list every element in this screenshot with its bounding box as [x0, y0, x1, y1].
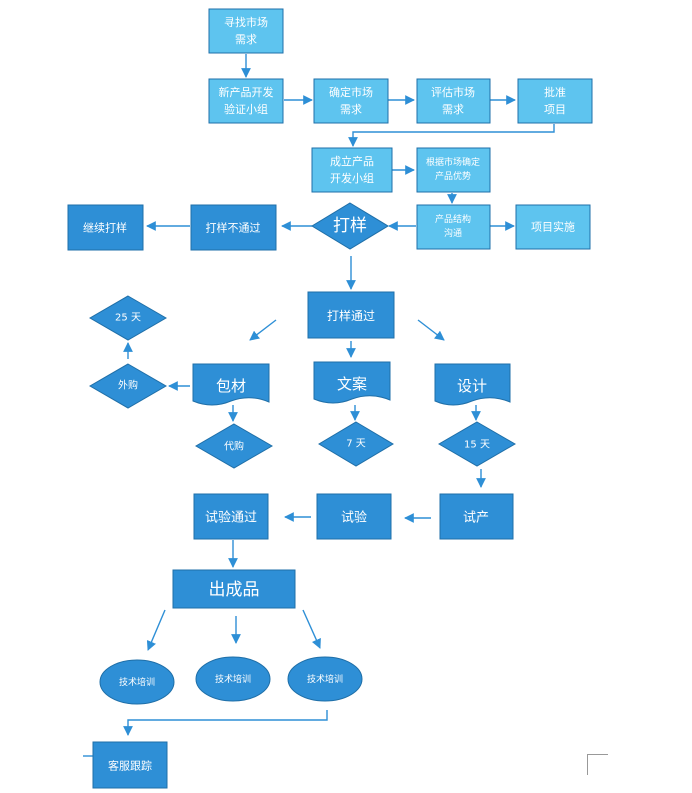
label-dev-group-line-1: 成立产品	[330, 154, 374, 168]
label-assess-demand-line-1: 评估市场	[431, 85, 475, 99]
label-test: 试验	[341, 510, 367, 526]
label-test-pass: 试验通过	[205, 510, 257, 526]
label-continue-sample: 继续打样	[83, 221, 127, 235]
label-agent-purchase: 代购	[224, 440, 244, 453]
diamond-agent-purchase	[195, 423, 273, 469]
process-boxes-light	[208, 8, 593, 250]
label-confirm-demand-line-2: 需求	[340, 103, 362, 116]
terminal-ellipses	[99, 656, 363, 705]
box-customer-followup	[92, 741, 168, 789]
label-copy: 文案	[337, 375, 367, 393]
box-sample-pass	[307, 291, 395, 339]
box-approve-project	[517, 78, 593, 124]
label-product-advantage-line-1: 根据市场确定	[426, 156, 480, 168]
label-design: 设计	[457, 377, 487, 395]
label-project-impl: 项目实施	[531, 220, 575, 234]
ellipse-training-2	[195, 656, 271, 702]
label-training-2: 技术培训	[215, 673, 251, 685]
doc-design	[434, 363, 511, 406]
box-test	[316, 493, 392, 540]
label-approve-project-line-1: 批准	[544, 85, 566, 99]
label-find-demand-line-1: 寻找市场	[224, 15, 268, 29]
box-test-pass	[193, 493, 269, 540]
arrow-product-to-training1	[146, 609, 166, 651]
diamond-outsource	[89, 363, 167, 409]
label-sample-pass: 打样通过	[327, 308, 375, 323]
label-customer-followup: 客服跟踪	[108, 759, 152, 773]
label-packaging: 包材	[216, 377, 246, 395]
label-trial-production: 试产	[463, 511, 489, 526]
box-structure-comm	[416, 204, 491, 250]
process-boxes-dark	[67, 204, 514, 789]
box-finished-product	[172, 569, 296, 609]
diamond-sample	[311, 202, 389, 250]
label-days-15: 15 天	[464, 440, 490, 451]
label-find-demand-line-2: 需求	[235, 33, 257, 46]
page-corner-mark	[587, 754, 608, 775]
label-dev-group-line-2: 开发小组	[330, 171, 374, 185]
label-days-25: 25 天	[115, 313, 141, 324]
label-new-product-group-line-2: 验证小组	[224, 102, 268, 116]
arrow-pass-to-packaging	[249, 319, 277, 341]
diamond-7-days	[318, 421, 394, 467]
doc-copy	[313, 361, 391, 404]
box-trial-production	[439, 493, 514, 540]
label-confirm-demand-line-1: 确定市场	[329, 85, 373, 99]
label-assess-demand-line-2: 需求	[442, 103, 464, 116]
label-sample: 打样	[333, 216, 367, 236]
box-new-product-group	[208, 78, 284, 124]
ellipse-training-1	[99, 659, 175, 705]
connectors	[83, 54, 555, 757]
box-continue-sample	[67, 204, 144, 251]
label-outsource: 外购	[118, 379, 138, 392]
box-confirm-demand	[313, 78, 389, 124]
diamond-25-days	[89, 295, 167, 341]
ellipse-training-3	[287, 656, 363, 702]
label-sample-fail: 打样不通过	[206, 221, 261, 235]
decision-diamonds	[89, 202, 516, 469]
label-finished-product: 出成品	[209, 580, 260, 600]
box-product-advantage	[416, 147, 491, 193]
label-days-7: 7 天	[346, 439, 366, 450]
document-shapes	[192, 361, 511, 406]
box-find-demand	[208, 8, 284, 54]
label-new-product-group-line-1: 新产品开发	[219, 85, 274, 99]
box-assess-demand	[416, 78, 491, 124]
arrow-product-to-training3	[302, 609, 321, 649]
label-training-3: 技术培训	[307, 673, 343, 685]
box-project-impl	[515, 204, 591, 250]
label-training-1: 技术培训	[119, 676, 155, 688]
label-structure-comm-line-1: 产品结构	[435, 213, 471, 225]
label-structure-comm-line-2: 沟通	[444, 227, 462, 239]
arrow-pass-to-design	[417, 319, 445, 341]
diamond-15-days	[438, 421, 516, 467]
arrow-approve-to-devgroup	[348, 124, 555, 147]
label-approve-project-line-2: 项目	[544, 103, 566, 116]
box-sample-fail	[190, 204, 277, 251]
doc-packaging	[192, 363, 270, 406]
box-dev-group	[311, 147, 393, 193]
label-product-advantage-line-2: 产品优势	[435, 170, 471, 182]
arrow-training-to-followup	[123, 710, 328, 736]
node-labels: 寻找市场需求新产品开发验证小组确定市场需求评估市场需求批准项目成立产品开发小组根…	[83, 15, 575, 773]
